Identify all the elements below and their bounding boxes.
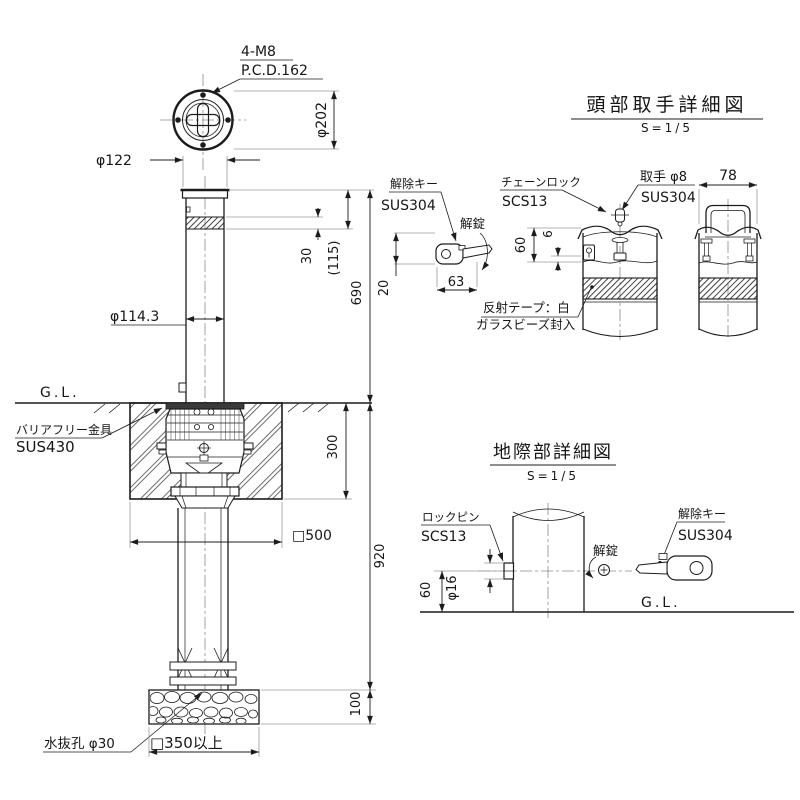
keyhole-plate (583, 244, 595, 261)
release-key-drawing-ground (635, 553, 713, 581)
lift-handle (705, 204, 751, 233)
dim-100-label: 100 (349, 692, 364, 717)
dim-6-label: 6 (541, 230, 555, 238)
handle-callout: 取手 φ8 SUS304 (621, 170, 696, 211)
dim-30: 30 (300, 208, 321, 265)
tape-label-2: ガラスビーズ封入 (476, 317, 576, 332)
drain-callout: 水抜孔 φ30 (43, 692, 203, 753)
keyhole-mark (186, 206, 191, 213)
handle-label: 取手 φ8 (640, 170, 687, 185)
dim-20-label: 20 (377, 280, 392, 297)
release-key-drawing (435, 243, 493, 265)
dim-690-label: 690 (350, 281, 365, 306)
dim-63: 63 (436, 262, 478, 293)
unlock-label-head: 解錠 (460, 216, 486, 231)
pcd-callout-label: P.C.D.162 (241, 63, 308, 79)
dim-115-label: (115) (327, 241, 342, 276)
tape-label-1: 反射テープ：白 (483, 300, 570, 315)
dim-30-label: 30 (300, 248, 315, 265)
dim-60-ground: 60 (419, 570, 502, 612)
ground-detail-scale: S=1/5 (527, 469, 579, 483)
ground-detail-view: 地際部詳細図 S=1/5 G.L. ロックピン SCS13 60 (419, 442, 794, 618)
dim-500: □500 (130, 528, 332, 545)
bolt-callout-label: 4-M8 (241, 44, 276, 60)
dim-20: 20 (377, 232, 435, 297)
release-key-ground-material: SUS304 (678, 528, 733, 544)
lock-pin-material: SCS13 (421, 529, 466, 545)
dim-phi114-label: φ114.3 (110, 309, 159, 325)
dim-60-head: 60 (514, 227, 581, 263)
release-key-material: SUS304 (381, 198, 436, 214)
dim-phi202: φ202 (234, 90, 339, 150)
dim-100: 100 (349, 690, 373, 724)
detail-tape-band-front (582, 277, 658, 300)
dim-350: □350以上 (149, 734, 259, 755)
dim-phi16-label: φ16 (445, 575, 460, 600)
head-detail-title: 頭部取手詳細図 (586, 94, 747, 116)
head-detail-scale: S=1/5 (641, 121, 693, 135)
release-key-callout: 解除キー SUS304 (381, 176, 457, 242)
dim-500-label: □500 (292, 528, 332, 544)
dim-phi114: φ114.3 (110, 309, 224, 326)
dim-78: 78 (698, 168, 758, 224)
dim-920-label: 920 (373, 544, 388, 569)
bolt-callout: 4-M8 P.C.D.162 (211, 44, 323, 94)
unlock-rotation-arrow (479, 232, 490, 271)
reflective-tape-band (185, 216, 225, 230)
dim-920: 920 (367, 403, 388, 690)
dim-phi122: φ122 (96, 153, 260, 187)
ground-detail-title: 地際部詳細図 (493, 442, 613, 463)
lock-pin-callout: ロックピン SCS13 (421, 510, 504, 562)
ground-fitting (156, 402, 254, 509)
dim-6: 6 (541, 230, 581, 271)
dim-phi122-label: φ122 (96, 153, 132, 169)
ground-detail-pipe (512, 508, 585, 612)
front-elevation: G.L. (15, 176, 372, 753)
head-detail-view: 頭部取手詳細図 S=1/5 解除キー SUS304 解錠 20 63 (377, 94, 763, 340)
dim-300: 300 (326, 403, 349, 499)
chain-lock-label: チェーンロック (501, 175, 581, 189)
drain-label: 水抜孔 φ30 (44, 736, 115, 752)
dim-350-label: □350以上 (150, 734, 223, 752)
detail-ground-line-label: G.L. (641, 595, 681, 611)
plan-view: 4-M8 P.C.D.162 φ202 φ122 (96, 44, 339, 187)
sleeve-pipe (169, 508, 237, 690)
gravel-bed (148, 689, 260, 725)
release-key-ground-label: 解除キー (678, 506, 726, 521)
ground-hatch-ticks (93, 402, 330, 414)
dim-115: (115) (327, 190, 351, 276)
dim-60-ground-label: 60 (419, 582, 434, 599)
pin-end-symbol (585, 556, 610, 579)
head-front-view (577, 204, 663, 340)
handle-material: SUS304 (641, 190, 696, 206)
fitting-callout: バリアフリー金具 SUS430 (15, 407, 163, 456)
tape-callout: 反射テープ：白 ガラスビーズ封入 (476, 285, 594, 332)
fitting-material-label: SUS430 (16, 438, 75, 456)
dim-63-label: 63 (448, 275, 465, 290)
dim-78-label: 78 (719, 168, 737, 184)
bolt-holes (175, 92, 231, 148)
dim-phi16: φ16 (445, 549, 503, 601)
unlock-label-ground: 解錠 (593, 543, 619, 558)
dim-60-head-label: 60 (514, 237, 529, 254)
detail-tape-band-side (698, 277, 758, 300)
chain-lock-material: SCS13 (502, 194, 547, 210)
head-side-view (694, 199, 762, 340)
lock-pin-label: ロックピン (422, 510, 480, 524)
dim-300-label: 300 (326, 435, 341, 460)
chain-lock-callout: チェーンロック SCS13 (500, 175, 607, 213)
dim-phi202-label: φ202 (314, 102, 330, 138)
release-key-callout-ground: 解除キー SUS304 (658, 506, 733, 565)
cross-handle (185, 102, 221, 138)
lock-pin-mark (178, 382, 187, 393)
fitting-name-label: バリアフリー金具 (16, 422, 112, 437)
release-key-label: 解除キー (390, 176, 438, 191)
front-dimensions: 30 (115) 690 920 100 300 □500 □350以上 (110, 189, 388, 757)
dim-690: 690 (350, 190, 373, 403)
ground-line-label: G.L. (40, 385, 80, 401)
